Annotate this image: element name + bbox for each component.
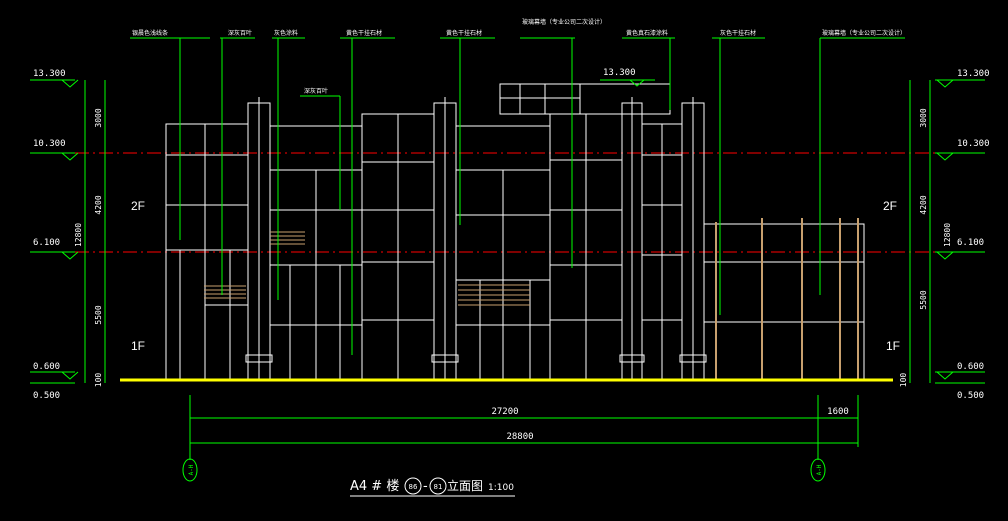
callout-grey-stone: 灰色干挂石材 bbox=[720, 29, 756, 37]
callout-yellow-paint: 黄色真石漆涂料 bbox=[626, 29, 668, 37]
level-lines bbox=[75, 152, 935, 253]
floor-label-1f-left: 1F bbox=[131, 339, 145, 353]
dim-1600: 1600 bbox=[827, 407, 849, 417]
axis-to: 81 bbox=[434, 483, 443, 491]
level-left-13300: 13.300 bbox=[33, 69, 66, 79]
level-left-0600: 0.600 bbox=[33, 362, 60, 372]
curtain-mullions bbox=[715, 218, 859, 380]
axis-bubble-right bbox=[810, 458, 826, 482]
axis-circle-to bbox=[429, 477, 447, 495]
floor-label-2f-left: 2F bbox=[131, 199, 145, 213]
level-right-10300: 10.300 bbox=[957, 139, 990, 149]
level-right-13300: 13.300 bbox=[957, 69, 990, 79]
drawing-scale: 1:100 bbox=[488, 483, 514, 493]
title-dash: - bbox=[423, 479, 428, 494]
level-roof-mid: 13.300 bbox=[603, 68, 636, 78]
dim-v-100-right: 100 bbox=[899, 373, 908, 388]
roof-box bbox=[499, 83, 581, 115]
callout-silver-line: 银晨色浅线条 bbox=[132, 29, 168, 37]
floor-label-2f-right: 2F bbox=[883, 199, 897, 213]
dim-v-total-right: 12800 bbox=[943, 223, 952, 247]
level-right-6100: 6.100 bbox=[957, 238, 984, 248]
dim-v-100-left: 100 bbox=[94, 373, 103, 388]
callout-louver-1: 深灰百叶 bbox=[228, 29, 252, 37]
drawing-title: A4 # 楼 86 - 81 立面图 1:100 bbox=[350, 477, 515, 497]
dim-v-4200-right: 4200 bbox=[919, 195, 928, 214]
axis-from: 86 bbox=[409, 483, 418, 491]
level-right-0600: 0.600 bbox=[957, 362, 984, 372]
axis-label-right: A-H bbox=[816, 464, 823, 475]
axis-label-left: A-H bbox=[188, 464, 195, 475]
dim-v-3000-left: 3000 bbox=[94, 108, 103, 127]
dim-v-total-left: 12800 bbox=[74, 223, 83, 247]
dim-v-3000-right: 3000 bbox=[919, 108, 928, 127]
callout-grey-paint: 灰色涂料 bbox=[274, 29, 298, 37]
facade bbox=[165, 83, 865, 381]
axis-circle-from bbox=[404, 477, 422, 495]
level-left-10300: 10.300 bbox=[33, 139, 66, 149]
floor-label-1f-right: 1F bbox=[886, 339, 900, 353]
horizontal-dims bbox=[182, 395, 859, 482]
callout-glass-wall-2: 玻璃幕墙（专业公司二次设计） bbox=[822, 29, 906, 37]
dim-v-5500-right: 5500 bbox=[919, 290, 928, 309]
callout-glass-wall-1: 玻璃幕墙（专业公司二次设计） bbox=[522, 18, 606, 26]
callout-yellow-stone-2: 黄色干挂石材 bbox=[446, 29, 482, 37]
axis-bubble-left bbox=[182, 458, 198, 482]
level-markers bbox=[30, 79, 985, 384]
callout-leaders bbox=[130, 37, 905, 355]
dim-v-4200-left: 4200 bbox=[94, 195, 103, 214]
level-left-6100: 6.100 bbox=[33, 238, 60, 248]
callout-louver-2: 深灰百叶 bbox=[304, 87, 328, 95]
level-left-0500: 0.500 bbox=[33, 391, 60, 401]
dim-28800: 28800 bbox=[506, 432, 533, 442]
dim-v-5500-left: 5500 bbox=[94, 305, 103, 324]
title-suffix: 立面图 bbox=[447, 478, 483, 493]
title-text: A4 # 楼 bbox=[350, 479, 399, 494]
dim-27200: 27200 bbox=[491, 407, 518, 417]
louvers bbox=[204, 231, 530, 306]
callout-yellow-stone-1: 黄色干挂石材 bbox=[346, 29, 382, 37]
level-right-0500: 0.500 bbox=[957, 391, 984, 401]
